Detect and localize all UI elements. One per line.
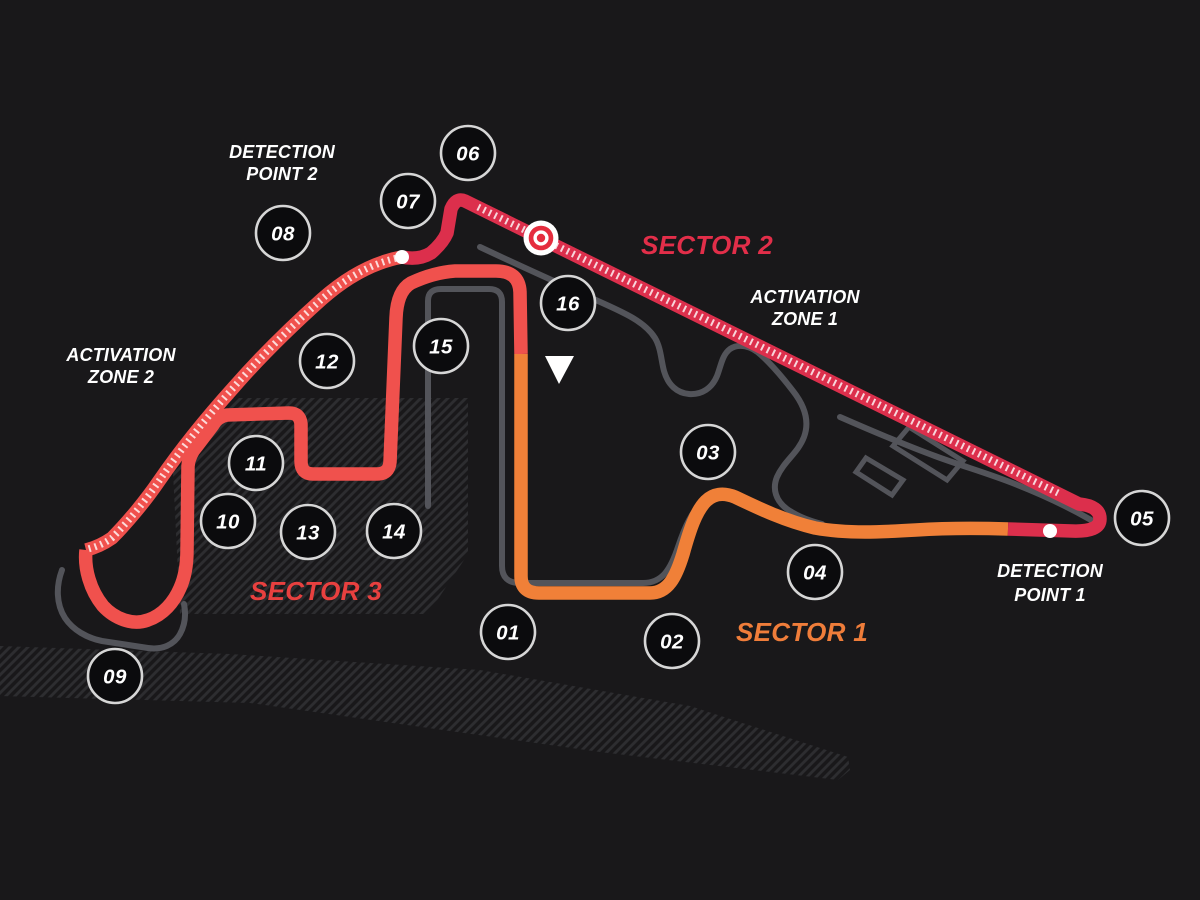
turn-marker: 01 bbox=[479, 603, 537, 661]
svg-text:POINT 1: POINT 1 bbox=[1014, 585, 1085, 605]
turn-marker: 15 bbox=[412, 317, 470, 375]
hatched-dunes-strip bbox=[0, 646, 850, 780]
track-sector2 bbox=[400, 193, 1107, 538]
turn-marker: 10 bbox=[199, 492, 257, 550]
turn-marker: 12 bbox=[298, 332, 356, 390]
hairpin-inner-road bbox=[837, 414, 1094, 523]
activation-zone-2-label: ACTIVATION ZONE 2 bbox=[65, 345, 176, 387]
turn-number: 16 bbox=[556, 293, 580, 316]
turn-number: 02 bbox=[660, 631, 684, 654]
sector3-label: SECTOR 3 bbox=[250, 576, 382, 606]
turn-number: 09 bbox=[103, 666, 127, 689]
turn-number: 01 bbox=[496, 622, 520, 645]
infield-building-outline-2 bbox=[852, 454, 907, 499]
sector2-label: SECTOR 2 bbox=[641, 230, 773, 260]
turn-number: 06 bbox=[456, 143, 480, 166]
turn-number: 07 bbox=[396, 191, 421, 214]
svg-text:DETECTION: DETECTION bbox=[229, 142, 336, 162]
drs-activation-zone1-ticks bbox=[476, 203, 1060, 497]
turn-marker: 04 bbox=[786, 543, 844, 601]
turn-number: 14 bbox=[382, 521, 406, 544]
turn-marker: 13 bbox=[279, 503, 337, 561]
turn-marker: 08 bbox=[254, 204, 312, 262]
turn-marker: 11 bbox=[227, 434, 285, 492]
start-finish-bullseye-icon bbox=[523, 220, 559, 256]
infield-access-road bbox=[477, 244, 825, 527]
turn-number: 08 bbox=[271, 223, 295, 246]
detection-point-2-label: DETECTION POINT 2 bbox=[229, 142, 336, 184]
turn-marker: 02 bbox=[643, 612, 701, 670]
turn-marker: 09 bbox=[86, 647, 144, 705]
turn-number: 05 bbox=[1130, 508, 1154, 531]
turn-marker: 14 bbox=[365, 502, 423, 560]
svg-text:ACTIVATION: ACTIVATION bbox=[65, 345, 176, 365]
turn-marker: 07 bbox=[379, 172, 437, 230]
svg-text:ACTIVATION: ACTIVATION bbox=[749, 287, 860, 307]
drs-activation-zone2-ticks bbox=[87, 253, 403, 553]
svg-text:DETECTION: DETECTION bbox=[997, 561, 1104, 581]
turn-number: 15 bbox=[429, 336, 453, 359]
infield-building-outline bbox=[889, 423, 967, 484]
turn-number: 04 bbox=[803, 562, 827, 585]
turn-number: 13 bbox=[296, 522, 320, 545]
detection-point-1-label: DETECTION POINT 1 bbox=[997, 561, 1104, 605]
race-direction-triangle-down-icon bbox=[545, 356, 574, 384]
turn-marker: 05 bbox=[1113, 489, 1171, 547]
turn-number: 03 bbox=[696, 442, 720, 465]
service-loop-road bbox=[54, 567, 188, 652]
turn-number: 12 bbox=[315, 351, 339, 374]
sector1-label: SECTOR 1 bbox=[736, 617, 868, 647]
svg-text:POINT 2: POINT 2 bbox=[246, 164, 317, 184]
turn-marker: 03 bbox=[679, 423, 737, 481]
detection-point-1-dot-icon bbox=[1043, 524, 1057, 538]
svg-text:ZONE 2: ZONE 2 bbox=[87, 367, 154, 387]
turn-marker: 16 bbox=[539, 274, 597, 332]
track-sector3-complex bbox=[78, 264, 528, 629]
turn-number: 10 bbox=[216, 511, 240, 534]
detection-point-2-dot-icon bbox=[395, 250, 409, 264]
activation-zone-1-label: ACTIVATION ZONE 1 bbox=[749, 287, 860, 329]
turn-number: 11 bbox=[245, 453, 267, 476]
turn-marker: 06 bbox=[439, 124, 497, 182]
track-sector1 bbox=[514, 354, 1009, 600]
svg-text:ZONE 1: ZONE 1 bbox=[771, 309, 838, 329]
turn-markers: 01 02 03 04 05 06 07 08 09 10 11 12 13 14 15 16 bbox=[86, 124, 1171, 705]
